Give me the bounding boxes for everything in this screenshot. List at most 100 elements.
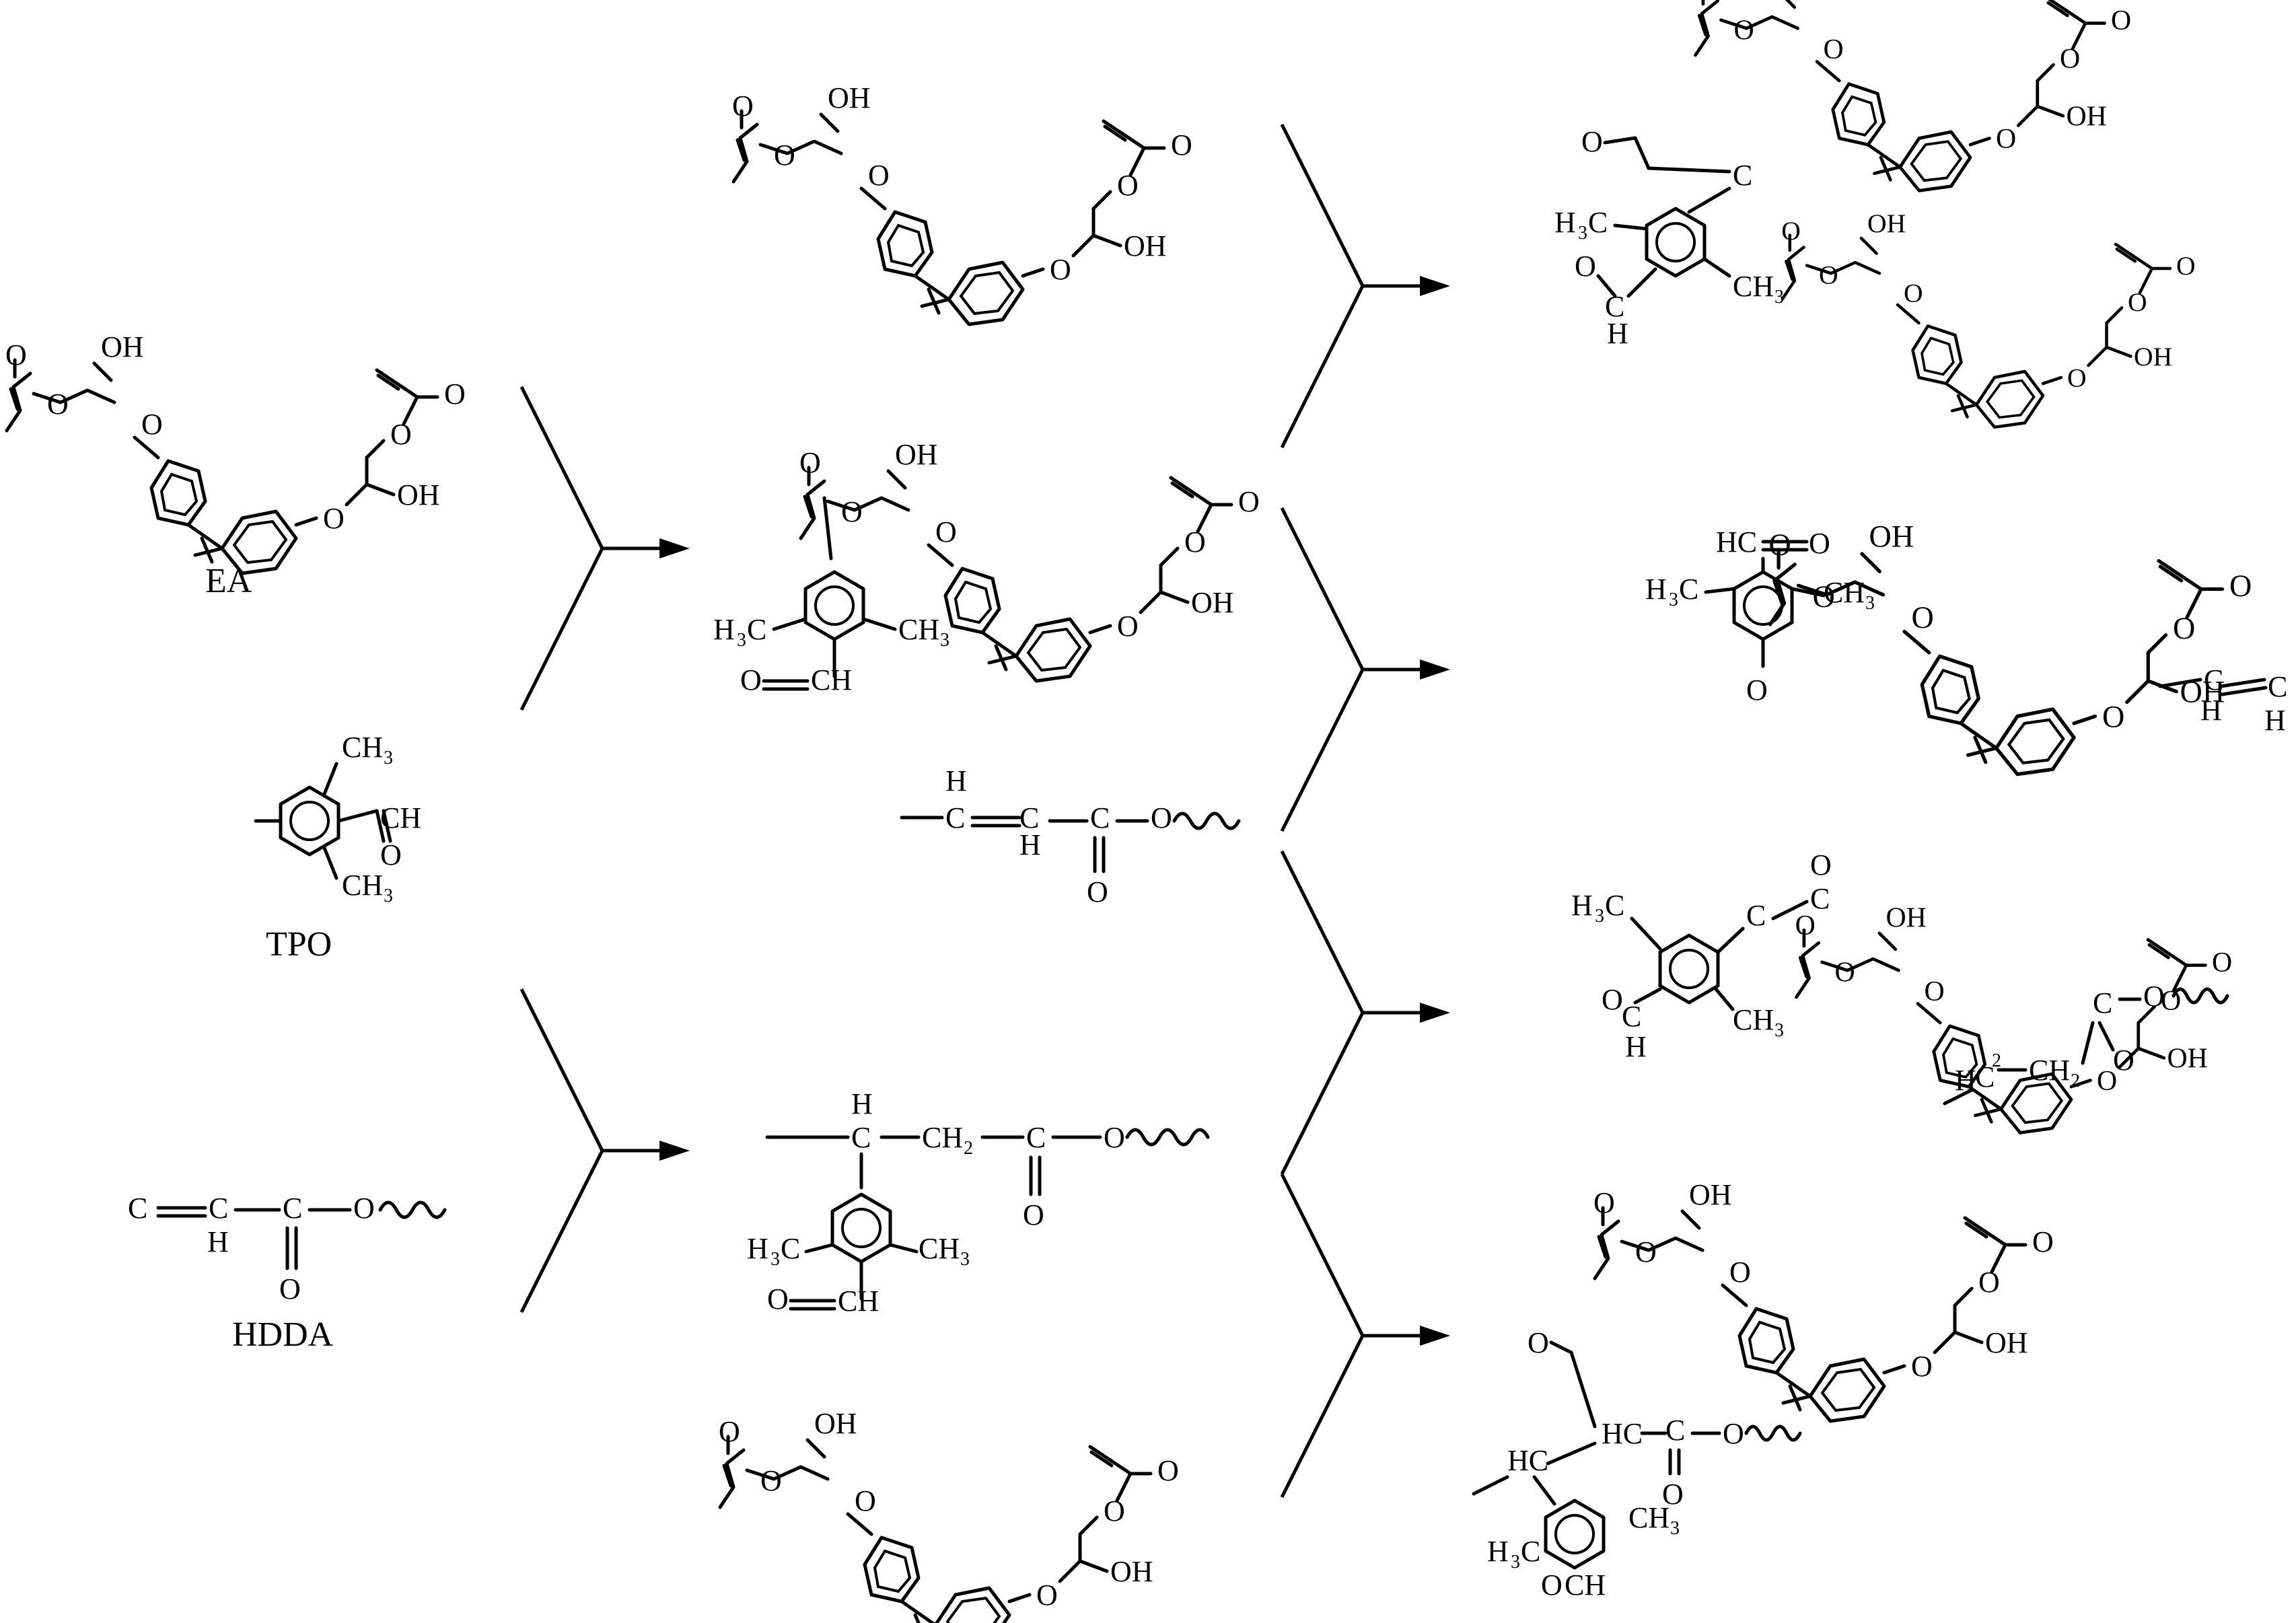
- svg-text:C: C: [1588, 206, 1608, 239]
- svg-text:3: 3: [940, 630, 949, 651]
- svg-text:C: C: [1521, 1535, 1540, 1568]
- svg-text:3: 3: [1578, 223, 1587, 244]
- svg-text:3: 3: [960, 1249, 970, 1270]
- svg-text:C: C: [1665, 1414, 1685, 1447]
- svg-text:CH: CH: [1733, 270, 1774, 303]
- svg-text:C: C: [1605, 889, 1624, 922]
- svg-text:C: C: [1733, 159, 1752, 192]
- svg-text:3: 3: [737, 630, 746, 651]
- svg-text:CH: CH: [1733, 1003, 1774, 1036]
- svg-text:O: O: [1575, 250, 1596, 283]
- svg-text:3: 3: [384, 748, 393, 768]
- svg-text:3: 3: [1865, 593, 1875, 614]
- svg-text:3: 3: [1511, 1552, 1520, 1573]
- svg-text:3: 3: [384, 886, 393, 906]
- svg-text:3: 3: [1670, 1518, 1680, 1539]
- hdda-radical-chain: H C C H C O O: [900, 764, 1241, 908]
- svg-text:H: H: [1625, 1030, 1647, 1063]
- svg-text:O: O: [1581, 125, 1603, 158]
- ea-structure-middle-bottom: [719, 1407, 1179, 1623]
- svg-text:3: 3: [1774, 287, 1784, 308]
- svg-text:C: C: [2268, 670, 2287, 703]
- svg-text:3: 3: [770, 1249, 780, 1270]
- svg-text:O: O: [1023, 1198, 1044, 1231]
- svg-text:H: H: [1645, 573, 1667, 606]
- svg-text:O: O: [767, 1283, 789, 1315]
- svg-text:3: 3: [1774, 1020, 1784, 1041]
- tpo-structure: CH 3 CH 3 CH O: [254, 731, 421, 906]
- svg-text:H: H: [851, 1087, 873, 1120]
- svg-text:O: O: [1087, 875, 1108, 908]
- svg-text:H: H: [207, 1225, 229, 1258]
- svg-text:O: O: [2143, 980, 2165, 1013]
- product-2: HC O H 3 C CH 3 O C C H H C O O: [1645, 519, 2287, 795]
- svg-text:H: H: [1019, 828, 1041, 861]
- merge-arrow-6: [1282, 1174, 1450, 1497]
- svg-text:CH: CH: [838, 1285, 879, 1318]
- svg-text:C: C: [1622, 1000, 1641, 1033]
- svg-text:C: C: [2204, 663, 2223, 696]
- svg-text:C: C: [1019, 801, 1039, 834]
- svg-text:O: O: [740, 663, 762, 696]
- svg-text:O: O: [1809, 527, 1830, 560]
- svg-text:C: C: [128, 1192, 147, 1225]
- svg-text:H: H: [2200, 694, 2222, 727]
- intermediate-tpo-hdda: H C CH 2 C O O H 3 C CH 3 O CH: [747, 1087, 1210, 1318]
- svg-text:H: H: [1571, 889, 1593, 922]
- svg-text:O: O: [353, 1192, 375, 1225]
- tpo-label: TPO: [266, 925, 332, 964]
- svg-text:C: C: [209, 1192, 228, 1225]
- svg-text:H: H: [2264, 704, 2286, 737]
- hdda-structure: C C H C O O: [128, 1192, 447, 1305]
- svg-text:CH: CH: [811, 663, 852, 696]
- svg-text:H: H: [1554, 206, 1576, 239]
- svg-text:O: O: [1104, 1121, 1125, 1154]
- svg-text:CH: CH: [1565, 1568, 1606, 1601]
- svg-text:C: C: [2093, 986, 2112, 1019]
- svg-text:C: C: [781, 1232, 800, 1265]
- svg-text:2: 2: [2071, 1071, 2080, 1091]
- svg-text:C: C: [1975, 1060, 1995, 1093]
- svg-text:C: C: [1090, 801, 1110, 834]
- svg-text:CH: CH: [898, 613, 939, 646]
- svg-text:3: 3: [1669, 589, 1678, 610]
- merge-arrow-3: [1282, 124, 1450, 447]
- svg-text:O: O: [1723, 1417, 1744, 1450]
- svg-text:H: H: [747, 1232, 768, 1265]
- svg-text:O: O: [1662, 1478, 1684, 1511]
- svg-text:O: O: [1602, 983, 1623, 1016]
- svg-text:HC: HC: [1716, 526, 1757, 558]
- svg-text:2: 2: [964, 1138, 973, 1159]
- svg-text:H: H: [945, 764, 967, 797]
- svg-text:H: H: [1487, 1535, 1509, 1568]
- svg-text:O: O: [279, 1272, 301, 1305]
- svg-text:2: 2: [1992, 1050, 2001, 1071]
- intermediate-tpo-ea: H 3 C CH 3 O CH: [713, 438, 1260, 696]
- svg-text:O: O: [1528, 1326, 1549, 1359]
- svg-text:C: C: [1026, 1121, 1046, 1154]
- svg-text:O: O: [380, 838, 402, 871]
- product-1: O C H 3 C CH 3 C O H: [1554, 0, 2196, 427]
- svg-text:O: O: [1541, 1568, 1563, 1601]
- svg-text:CH: CH: [2029, 1054, 2070, 1087]
- svg-text:C: C: [945, 801, 965, 834]
- svg-text:C: C: [747, 613, 766, 646]
- merge-arrow-4: [1282, 508, 1450, 831]
- ea-structure-middle-top: [732, 81, 1192, 324]
- ea-label: EA: [205, 562, 252, 600]
- svg-text:C: C: [1810, 882, 1830, 915]
- merge-arrow-2: [522, 989, 690, 1312]
- svg-text:CH: CH: [922, 1121, 963, 1154]
- svg-text:O: O: [1151, 801, 1172, 834]
- merge-arrow-1: [522, 387, 690, 710]
- svg-text:CH: CH: [342, 731, 383, 764]
- svg-text:CH: CH: [342, 869, 383, 902]
- svg-text:CH: CH: [919, 1232, 960, 1265]
- product-4: O HC C O O HC CH 3 H 3 C O CH: [1472, 1178, 2054, 1601]
- product-3: H 3 C C C O CH 3 O C H O C O H C CH 2 2: [1571, 849, 2232, 1132]
- merge-arrow-5: [1282, 851, 1450, 1174]
- svg-text:3: 3: [1595, 906, 1604, 927]
- svg-text:O: O: [1810, 849, 1832, 881]
- svg-text:C: C: [283, 1192, 302, 1225]
